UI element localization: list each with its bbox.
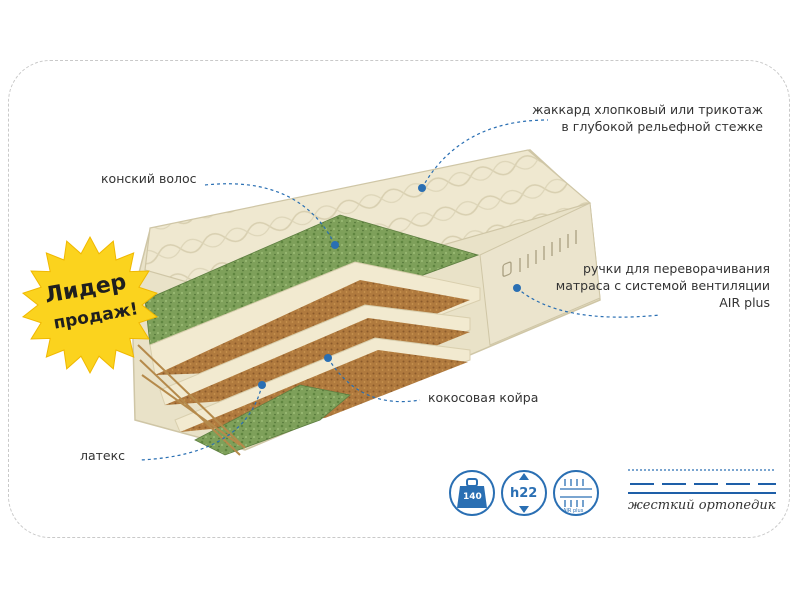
weight-icon-value: 140 bbox=[463, 492, 482, 502]
dot-handles bbox=[513, 284, 521, 292]
dot-latex bbox=[258, 381, 266, 389]
callout-line-coconut bbox=[327, 357, 421, 403]
label-latex: латекс bbox=[80, 448, 126, 463]
handle-vents bbox=[502, 230, 577, 277]
outer-dashed-frame bbox=[8, 60, 790, 538]
weight-140-icon bbox=[449, 470, 495, 516]
callout-line-horsehair bbox=[204, 183, 336, 246]
height-icon-value: h22 bbox=[510, 486, 538, 501]
label-jacquard-line2: в глубокой рельефной стежке bbox=[561, 119, 763, 134]
firmness-label: жесткий ортопедик bbox=[628, 498, 776, 513]
firmness-indicator bbox=[628, 469, 776, 494]
label-handles-line3: AIR plus bbox=[719, 295, 770, 310]
dot-jacquard bbox=[418, 184, 426, 192]
callout-line-handles bbox=[516, 287, 661, 318]
cutaway-layers bbox=[137, 214, 481, 456]
label-horsehair: конский волос bbox=[101, 171, 197, 186]
label-jacquard: жаккард хлопковый или трикотаж в глубоко… bbox=[532, 101, 763, 135]
air-plus-icon bbox=[553, 470, 599, 516]
dot-horsehair bbox=[331, 241, 339, 249]
air-icon-value: AIR plus bbox=[563, 508, 584, 514]
callout-lines bbox=[139, 119, 661, 461]
dot-coconut bbox=[324, 354, 332, 362]
label-jacquard-line1: жаккард хлопковый или трикотаж bbox=[532, 102, 763, 117]
callout-dots bbox=[258, 184, 521, 389]
label-coconut: кокосовая койра bbox=[428, 390, 539, 405]
label-handles-line1: ручки для переворачивания bbox=[583, 261, 770, 276]
callout-line-jacquard bbox=[421, 119, 549, 189]
bestseller-badge-star bbox=[21, 235, 159, 375]
label-handles-line2: матраса с системой вентиляции bbox=[555, 278, 770, 293]
label-handles: ручки для переворачивания матраса с сист… bbox=[556, 260, 770, 311]
callout-line-latex bbox=[139, 384, 263, 461]
height-h22-icon bbox=[501, 470, 547, 516]
